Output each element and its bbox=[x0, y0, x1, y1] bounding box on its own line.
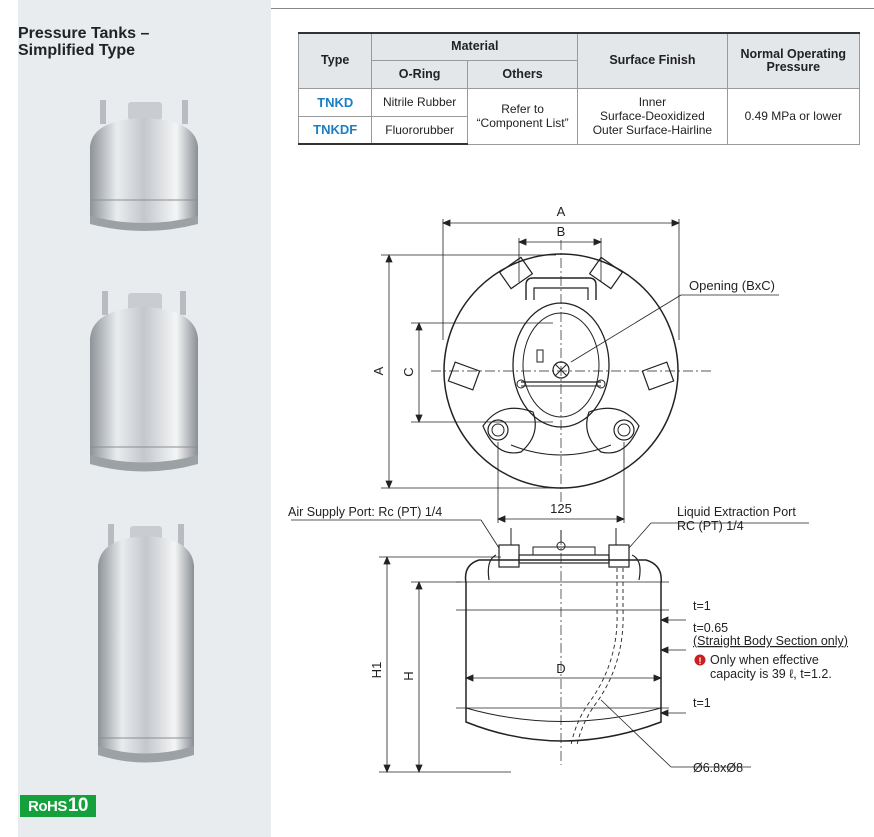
header-material: Material bbox=[371, 32, 579, 61]
rohs-badge-text: RoHS bbox=[28, 797, 67, 815]
air-supply-port-label: Air Supply Port: Rc (PT) 1/4 bbox=[288, 505, 442, 519]
pressure-cell: 0.49 MPa or lower bbox=[726, 87, 861, 145]
header-others: Others bbox=[466, 59, 579, 89]
others-line-2: “Component List” bbox=[476, 116, 569, 130]
type-tnkd: TNKD bbox=[297, 87, 373, 117]
side-view-dimensions bbox=[291, 519, 809, 774]
header-pressure: Normal Operating Pressure bbox=[726, 32, 861, 89]
thickness-top: t=1 bbox=[693, 599, 711, 613]
dim-b: B bbox=[557, 224, 566, 239]
straight-body-note: (Straight Body Section only) bbox=[693, 634, 848, 648]
dim-c: C bbox=[401, 367, 416, 376]
spec-table: Type Material Surface Finish Normal Oper… bbox=[297, 32, 861, 145]
dim-h1: H1 bbox=[369, 662, 384, 679]
pipe-dimension: Ø6.8xØ8 bbox=[693, 761, 743, 775]
dim-a-side: A bbox=[371, 366, 386, 375]
liquid-port-label-1: Liquid Extraction Port bbox=[677, 505, 796, 519]
others-line-1: Refer to bbox=[501, 102, 544, 116]
header-surface-finish: Surface Finish bbox=[577, 32, 728, 89]
top-view-dimensions bbox=[381, 219, 779, 523]
liquid-port-label-2: RC (PT) 1/4 bbox=[677, 519, 744, 533]
tank-photo-medium bbox=[90, 291, 198, 472]
warning-icon bbox=[694, 654, 706, 666]
surface-finish-cell: Inner Surface-Deoxidized Outer Surface-H… bbox=[577, 87, 728, 145]
type-tnkdf: TNKDF bbox=[297, 115, 373, 145]
header-pressure-line-1: Normal Operating bbox=[740, 46, 847, 61]
header-pressure-line-2: Pressure bbox=[766, 59, 821, 74]
tank-photo-large bbox=[98, 524, 194, 763]
title-line-1: Pressure Tanks – bbox=[18, 25, 150, 42]
side-view bbox=[456, 528, 669, 765]
header-rule bbox=[271, 8, 874, 9]
others-cell: Refer to “Component List” bbox=[466, 87, 579, 145]
finish-line-3: Outer Surface-Hairline bbox=[592, 123, 713, 137]
page-title: Pressure Tanks – Simplified Type bbox=[18, 25, 149, 59]
oring-nitrile: Nitrile Rubber bbox=[371, 87, 468, 117]
svg-text:!: ! bbox=[699, 656, 702, 666]
thickness-065: t=0.65 bbox=[693, 621, 728, 635]
title-line-2: Simplified Type bbox=[18, 42, 136, 59]
rohs-badge-number: 10 bbox=[67, 795, 89, 816]
effective-capacity-note-1: Only when effective bbox=[710, 653, 819, 667]
header-type: Type bbox=[297, 32, 373, 89]
header-oring: O-Ring bbox=[371, 59, 468, 89]
tank-photo-small bbox=[90, 100, 198, 231]
top-view bbox=[431, 240, 711, 505]
thickness-bottom: t=1 bbox=[693, 696, 711, 710]
effective-capacity-note-2: capacity is 39 ℓ, t=1.2. bbox=[710, 667, 832, 681]
dim-d: D bbox=[556, 661, 565, 676]
oring-fluoro: Fluororubber bbox=[371, 115, 468, 145]
technical-drawing: A B A C 125 Opening (BxC) bbox=[288, 204, 848, 775]
dim-125: 125 bbox=[550, 501, 572, 516]
dim-h: H bbox=[401, 671, 416, 680]
finish-line-2: Surface-Deoxidized bbox=[600, 109, 705, 123]
opening-label: Opening (BxC) bbox=[689, 278, 775, 293]
finish-line-1: Inner bbox=[638, 95, 667, 109]
dim-a-top: A bbox=[557, 204, 566, 219]
